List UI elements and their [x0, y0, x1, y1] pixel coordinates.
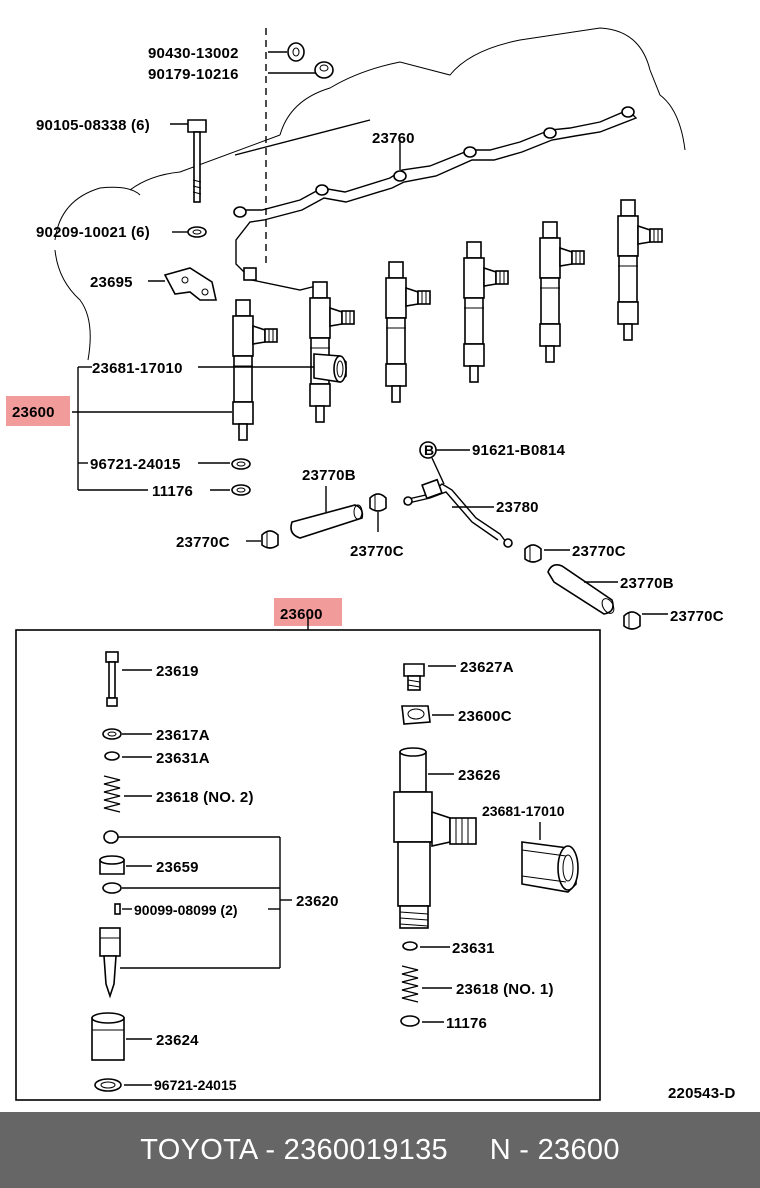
label-23626: 23626	[458, 767, 501, 784]
clamp-23770C-b	[369, 493, 387, 512]
injector-6	[617, 199, 663, 341]
bolt-90105	[187, 119, 207, 203]
washer-23631A	[104, 751, 120, 761]
injector-4	[463, 241, 509, 383]
spring-23618-no2	[103, 775, 121, 813]
label-23770B-lower: 23770B	[620, 575, 674, 592]
label-23619: 23619	[156, 663, 199, 680]
footer-bar: TOYOTA - 2360019135 N - 23600	[0, 1112, 760, 1188]
gasket-23600C	[401, 705, 431, 725]
leak-pipe-23780	[403, 478, 513, 548]
label-23681-upper: 23681-17010	[92, 360, 183, 377]
label-23659: 23659	[156, 859, 199, 876]
diagram-code: 220543-D	[668, 1085, 735, 1102]
gasket-90430	[287, 42, 305, 62]
label-23600-upper: 23600	[12, 404, 55, 421]
pin-23619	[105, 651, 119, 707]
label-90179: 90179-10216	[148, 66, 239, 83]
engine-outline	[54, 27, 686, 361]
footer-part-number: TOYOTA - 2360019135 N - 23600	[140, 1133, 620, 1166]
nozzle-23620	[99, 927, 121, 999]
injector-5	[539, 221, 585, 363]
gasket-11176-kit	[400, 1015, 420, 1027]
pin-90099	[114, 903, 121, 915]
label-23770C-c: 23770C	[572, 543, 626, 560]
hose-23770B-lower	[547, 564, 615, 615]
injector-3	[385, 261, 431, 403]
washer-23617A	[102, 728, 122, 740]
label-23770C-a: 23770C	[176, 534, 230, 551]
injector-2	[309, 281, 355, 423]
label-90430: 90430-13002	[148, 45, 239, 62]
retainer-23659	[99, 855, 125, 875]
injector-1	[232, 299, 278, 441]
label-23618-no2: 23618 (NO. 2)	[156, 789, 254, 806]
label-23631: 23631	[452, 940, 495, 957]
washer-23620-top	[103, 830, 119, 844]
label-23631A: 23631A	[156, 750, 210, 767]
seal-23681-kit	[521, 841, 579, 893]
label-23624: 23624	[156, 1032, 199, 1049]
hose-23770B-upper	[290, 504, 364, 539]
label-11176-upper: 11176	[152, 483, 193, 500]
injector-body-23626	[393, 747, 477, 929]
label-90105: 90105-08338 (6)	[36, 117, 150, 134]
bolt-23627A	[403, 663, 425, 691]
label-23695: 23695	[90, 274, 133, 291]
label-b-marker: B	[424, 442, 434, 458]
label-11176-kit: 11176	[446, 1015, 487, 1032]
label-23627A: 23627A	[460, 659, 514, 676]
washer-90209	[187, 226, 207, 238]
bracket-23620	[118, 836, 292, 969]
label-23770C-d: 23770C	[670, 608, 724, 625]
group-bracket	[72, 366, 314, 491]
label-23618-no1: 23618 (NO. 1)	[456, 981, 554, 998]
label-23600C: 23600C	[458, 708, 512, 725]
clamp-23770C-c	[524, 544, 542, 563]
label-23760: 23760	[372, 130, 415, 147]
label-91621: 91621-B0814	[472, 442, 566, 459]
label-23780: 23780	[496, 499, 539, 516]
injector-seal-upper	[313, 353, 347, 383]
label-90209: 90209-10021 (6)	[36, 224, 150, 241]
fuel-pipe-23760	[233, 106, 638, 291]
label-96721-upper: 96721-24015	[90, 456, 181, 473]
label-23770B-upper: 23770B	[302, 467, 356, 484]
washer-96721-kit	[94, 1078, 122, 1092]
label-96721-kit: 96721-24015	[154, 1077, 237, 1093]
gasket-11176-upper	[231, 484, 251, 496]
label-23770C-b: 23770C	[350, 543, 404, 560]
highlight-23600-upper	[6, 396, 70, 426]
clamp-23695	[163, 267, 217, 301]
label-23600-kit: 23600	[280, 606, 323, 623]
clamp-23770C-d	[623, 611, 641, 630]
clamp-23770C-a	[261, 530, 279, 549]
parts-diagram: 90430-13002 90179-10216 90105-08338 (6) …	[6, 27, 735, 1102]
washer-96721-upper	[231, 458, 251, 470]
label-23617A: 23617A	[156, 727, 210, 744]
grommet-90179	[314, 61, 334, 79]
label-23681-kit: 23681-17010	[482, 803, 565, 819]
washer-23620-mid	[102, 882, 122, 894]
washer-23631-kit	[402, 941, 418, 951]
label-23620: 23620	[296, 893, 339, 910]
nut-23624	[91, 1012, 125, 1061]
spring-23618-no1	[401, 965, 419, 1003]
label-90099: 90099-08099 (2)	[134, 902, 238, 918]
